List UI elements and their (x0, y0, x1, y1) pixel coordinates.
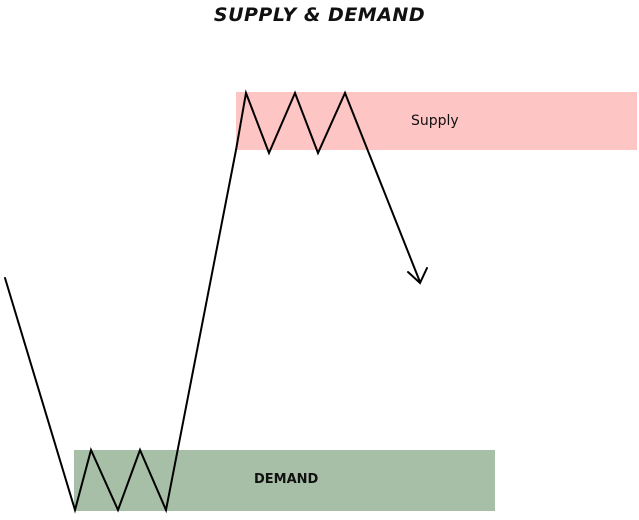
supply-zone (236, 92, 637, 150)
price-path-line (4, 89, 421, 514)
arrow-head-icon (407, 267, 428, 285)
supply-label: Supply (411, 113, 459, 129)
page-title: SUPPLY & DEMAND (213, 4, 426, 26)
demand-label: DEMAND (254, 472, 319, 487)
